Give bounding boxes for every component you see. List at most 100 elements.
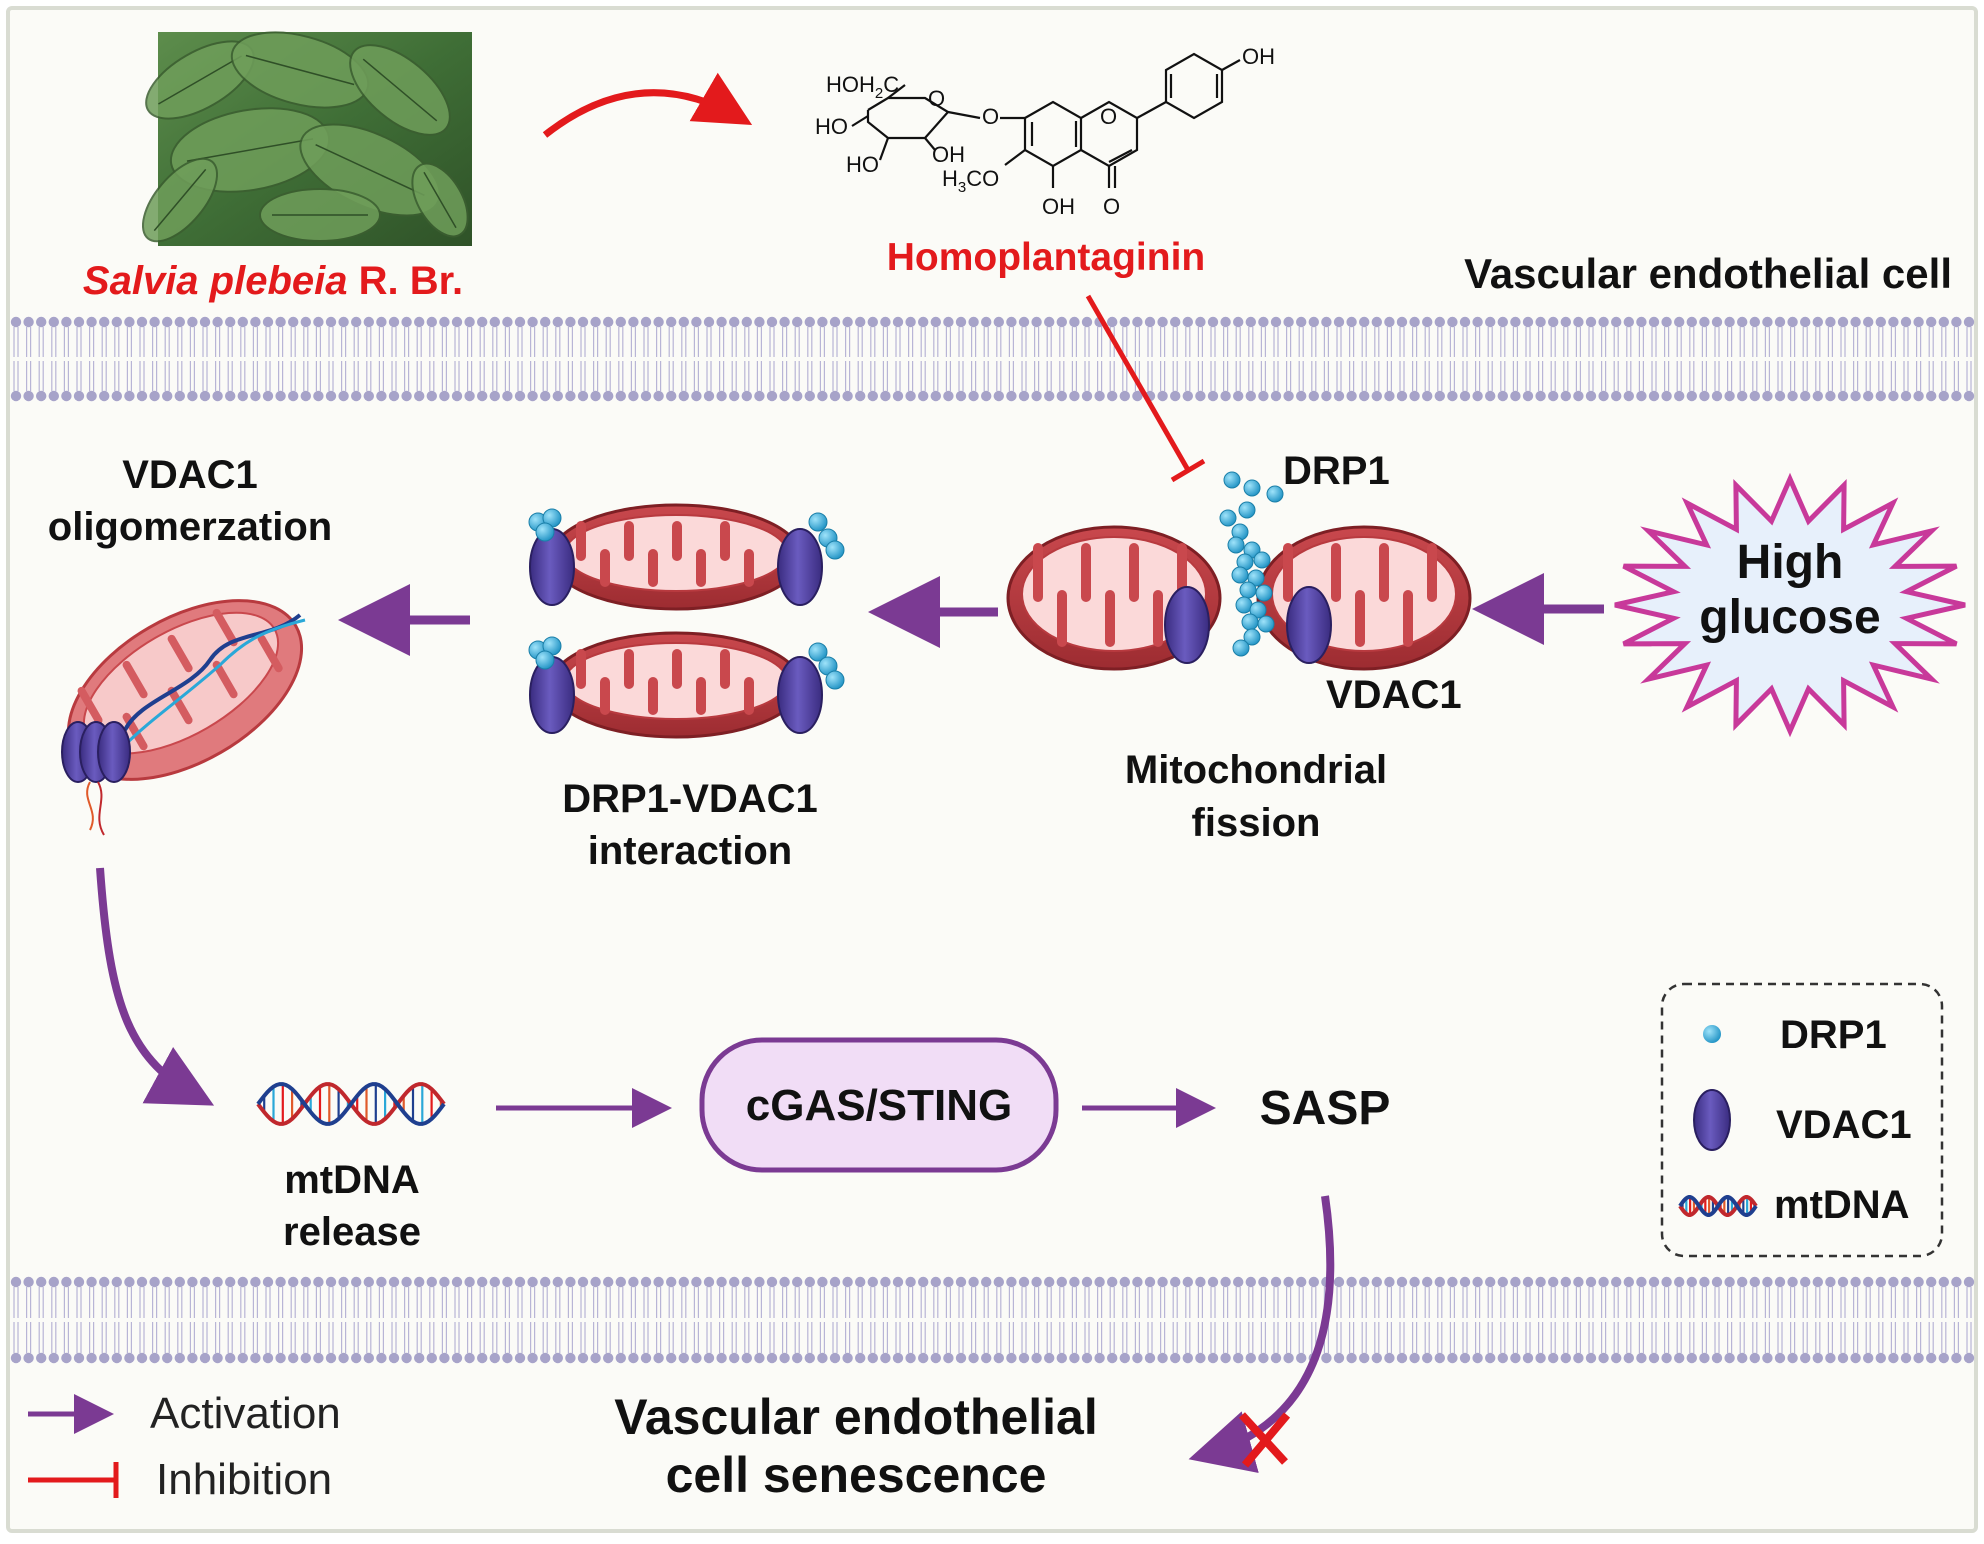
lipid-head	[1170, 390, 1181, 402]
lipid-head	[766, 1276, 778, 1288]
cgas-sting-label: cGAS/STING	[746, 1081, 1013, 1130]
lipid-head	[892, 316, 904, 328]
lipid-head	[502, 1352, 513, 1364]
lipid-head	[905, 316, 916, 328]
vdac1-protein	[777, 656, 823, 734]
lipid-head	[1270, 1276, 1282, 1288]
lipid-head	[86, 316, 97, 328]
lipid-head	[741, 1352, 752, 1364]
lipid-head	[829, 390, 841, 402]
lipid-head	[691, 390, 702, 402]
lipid-head	[1800, 1352, 1811, 1364]
lipid-head	[199, 390, 211, 402]
lipid-head	[1648, 1276, 1660, 1288]
lipid-head	[1359, 390, 1370, 402]
lipid-head	[1144, 1352, 1156, 1364]
lipid-head	[351, 1276, 362, 1288]
lipid-head	[527, 1276, 538, 1288]
lipid-head	[1863, 1276, 1874, 1288]
lipid-head	[1044, 1352, 1055, 1364]
lipid-head	[1825, 316, 1836, 328]
lipid-head	[703, 390, 715, 402]
lipid-head	[653, 390, 664, 402]
drp1-particle	[1255, 584, 1273, 602]
lipid-head	[414, 390, 425, 402]
lipid-head	[1107, 390, 1118, 402]
lipid-head	[1119, 1276, 1131, 1288]
lipid-head	[1409, 1352, 1420, 1364]
lipid-head	[1762, 1352, 1773, 1364]
lipid-head	[1510, 1276, 1521, 1288]
lipid-head	[1850, 390, 1861, 402]
lipid-head	[1258, 1276, 1269, 1288]
lipid-head	[766, 1352, 778, 1364]
lipid-head	[855, 390, 866, 402]
lipid-head	[1686, 390, 1698, 402]
lipid-head	[779, 316, 790, 328]
lipid-head	[1623, 1352, 1635, 1364]
lipid-head	[1170, 316, 1181, 328]
lipid-head	[1800, 390, 1811, 402]
lipid-head	[464, 316, 475, 328]
lipid-head	[1598, 1276, 1609, 1288]
lipid-head	[1913, 1276, 1924, 1288]
lipid-head	[766, 316, 778, 328]
lipid-head	[1863, 316, 1874, 328]
lipid-head	[1522, 316, 1534, 328]
cgas-sting-box	[699, 1037, 1059, 1173]
lipid-head	[1938, 390, 1950, 402]
vdac1-protein	[1286, 586, 1332, 664]
svg-text:HO: HO	[815, 114, 848, 139]
lipid-head	[1888, 316, 1899, 328]
lipid-head	[1724, 316, 1735, 328]
lipid-head	[1787, 1352, 1798, 1364]
lipid-head	[918, 316, 929, 328]
vdac1-protein	[777, 528, 823, 606]
plant-to-compound-arrow	[542, 72, 753, 138]
lipid-head	[792, 316, 803, 328]
drp1-particle	[1243, 628, 1261, 646]
lipid-head	[1686, 1276, 1698, 1288]
lipid-head	[1333, 1276, 1345, 1288]
lipid-head	[1711, 316, 1723, 328]
lipid-head	[1535, 1276, 1546, 1288]
lipid-head	[1699, 1276, 1710, 1288]
lipid-head	[1182, 390, 1194, 402]
lipid-head	[363, 316, 374, 328]
lipid-head	[1850, 1276, 1861, 1288]
lipid-head	[401, 1276, 412, 1288]
lipid-head	[1963, 1276, 1975, 1288]
lipid-head	[527, 390, 538, 402]
lipid-head	[414, 1352, 425, 1364]
lipid-head	[1157, 390, 1168, 402]
lipid-head	[225, 316, 236, 328]
lipid-head	[1207, 1276, 1219, 1288]
lipid-head	[1888, 1276, 1899, 1288]
lipid-head	[615, 1352, 626, 1364]
compound-name: Homoplantaginin	[887, 236, 1205, 279]
lipid-head	[1787, 390, 1798, 402]
lipid-head	[288, 1352, 299, 1364]
lipid-head	[703, 1352, 715, 1364]
lipid-head	[1749, 316, 1761, 328]
lipid-head	[1258, 1352, 1269, 1364]
lipid-head	[325, 1352, 337, 1364]
lipid-head	[540, 1276, 551, 1288]
lipid-head	[149, 1352, 160, 1364]
lipid-head	[1245, 390, 1257, 402]
lipid-head	[628, 390, 639, 402]
lipid-head	[136, 316, 148, 328]
lipid-head	[262, 1276, 274, 1288]
lipid-head	[338, 1352, 349, 1364]
lipid-head	[99, 1352, 110, 1364]
cell-membrane-top	[10, 316, 1975, 402]
drp1-particle	[1238, 501, 1256, 519]
lipid-head	[514, 1352, 526, 1364]
lipid-head	[1472, 390, 1483, 402]
lipid-head	[565, 316, 576, 328]
lipid-head	[1333, 1352, 1345, 1364]
lipid-head	[1888, 390, 1899, 402]
lipid-head	[136, 1276, 148, 1288]
lipid-head	[275, 1352, 286, 1364]
lipid-head	[23, 390, 34, 402]
